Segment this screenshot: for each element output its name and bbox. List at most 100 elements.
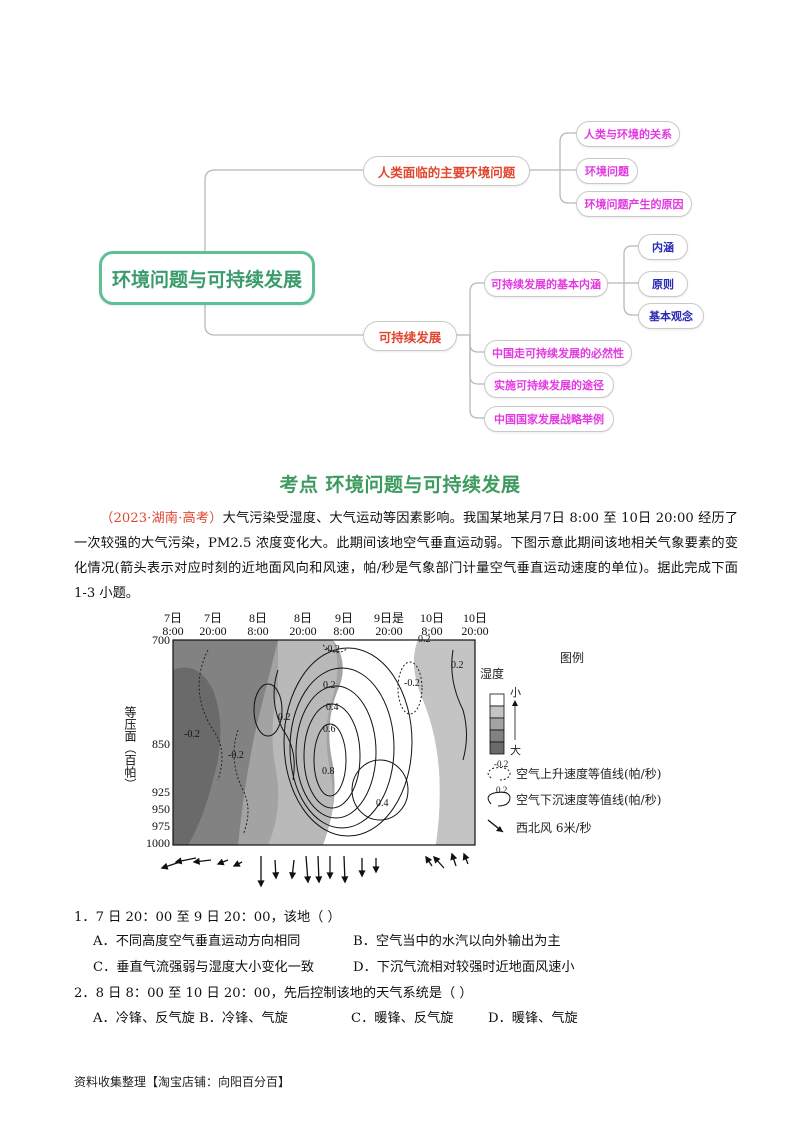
mindmap-node-china-necessity[interactable]: 中国走可持续发展的必然性: [484, 340, 632, 366]
question-2-options-ab[interactable]: A．冷锋、反气旋 B．冷锋、气旋: [93, 1011, 288, 1026]
time-label-day: 7日: [164, 611, 182, 625]
time-label-time: 20:00: [289, 624, 316, 638]
mindmap-node-environment-issues[interactable]: 环境问题: [576, 158, 638, 184]
pressure-tick: 850: [152, 737, 170, 751]
question-1-option-d[interactable]: D．下沉气流相对较强时近地面风速小: [353, 960, 575, 975]
pressure-tick: 950: [152, 802, 170, 816]
legend-wind-label: 西北风 6米/秒: [516, 821, 592, 835]
footer-source: 资料收集整理【淘宝店铺：向阳百分百】: [74, 1075, 291, 1089]
pressure-tick: 1000: [146, 836, 170, 850]
pressure-tick: 975: [152, 819, 170, 833]
time-label-day: 8日: [249, 611, 267, 625]
question-1-option-a[interactable]: A．不同高度空气垂直运动方向相同: [93, 934, 301, 949]
wind-arrow-head: [462, 852, 470, 861]
question-1-stem: 1．7 日 20：00 至 9 日 20：00，该地（ ）: [74, 910, 341, 925]
contour-label: 0.8: [322, 766, 335, 777]
legend-rise-label: 空气上升速度等值线(帕/秒): [516, 766, 661, 781]
time-axis-labels: 7日8:007日20:008日8:008日20:009日8:009日是20:00…: [162, 611, 488, 638]
time-label-day: 10日: [420, 611, 444, 625]
time-label-day: 7日: [204, 611, 222, 625]
meteorology-figure: 7日8:007日20:008日8:008日20:009日8:009日是20:00…: [123, 611, 661, 888]
pressure-tick: 925: [152, 785, 170, 799]
time-label-time: 8:00: [421, 624, 442, 638]
contour-label: 0.4: [376, 798, 389, 809]
wind-arrow-head: [216, 858, 225, 866]
wind-arrow-head: [272, 872, 280, 880]
mindmap-node-connotation[interactable]: 内涵: [638, 234, 688, 260]
question-2-option-c[interactable]: C．暖锋、反气旋: [351, 1011, 454, 1026]
contour-label: 0.4: [326, 702, 339, 713]
wind-arrow-head: [160, 862, 169, 870]
pressure-axis-ticks: 700 850 925 950 975 1000: [146, 633, 170, 850]
wind-arrow-head: [304, 876, 312, 884]
time-label-time: 20:00: [199, 624, 226, 638]
mindmap-node-causes[interactable]: 环境问题产生的原因: [576, 191, 692, 217]
time-label-time: 20:00: [375, 624, 402, 638]
contour-label: 0.2: [418, 634, 431, 645]
mindmap-node-basic-connotation[interactable]: 可持续发展的基本内涵: [484, 271, 608, 297]
legend-title: 图例: [560, 651, 584, 665]
wind-arrow-head: [257, 880, 265, 888]
intro-source: （2023·湖南·高考）: [100, 511, 223, 526]
mindmap-root[interactable]: 环境问题与可持续发展: [99, 251, 315, 305]
wind-arrow-head: [232, 860, 241, 867]
contour-label: -0.2: [404, 678, 420, 689]
wind-arrow-head: [425, 855, 433, 864]
wind-arrow-head: [341, 876, 349, 884]
figure-legend: 图例 湿度 小 大 -0.2 空气上升速度等值线(帕/秒) 0.2 空气下沉速度…: [480, 651, 661, 835]
contour-label: -0.2: [324, 644, 340, 655]
y-axis-label: 等压面（百帕）: [123, 706, 137, 790]
wind-arrow-head: [358, 870, 366, 878]
question-1-option-b[interactable]: B．空气当中的水汽以向外输出为主: [353, 934, 561, 949]
time-label-time: 20:00: [461, 624, 488, 638]
contour-label: 0.2: [323, 680, 336, 691]
legend-sink-value: 0.2: [496, 785, 507, 795]
contour-label: 0.2: [278, 712, 291, 723]
time-label-time: 8:00: [247, 624, 268, 638]
mindmap-node-approaches[interactable]: 实施可持续发展的途径: [484, 372, 614, 398]
contour-label: -0.2: [228, 750, 244, 761]
contour-label: 0.2: [451, 660, 464, 671]
wind-arrows: [160, 852, 470, 888]
legend-rise-value: -0.2: [494, 759, 508, 769]
mindmap-node-principles[interactable]: 原则: [638, 271, 688, 297]
question-2-option-d[interactable]: D．暖锋、气旋: [488, 1011, 578, 1026]
plot-frame: [172, 639, 476, 846]
mindmap-node-strategy-example[interactable]: 中国国家发展战略举例: [484, 406, 614, 432]
intro-paragraph: （2023·湖南·高考）大气污染受湿度、大气运动等因素影响。我国某地某月7日 8…: [74, 506, 738, 606]
mindmap-node-human-environment[interactable]: 人类与环境的关系: [576, 121, 680, 147]
legend-large: 大: [510, 743, 521, 757]
contour-labels: -0.2 -0.2 0.2 0.2 0.4 0.6 0.8 0.4 -0.2 0.2 -0.2 0.2: [184, 634, 464, 809]
mindmap-connectors: [204, 132, 640, 419]
humidity-field: [173, 640, 475, 845]
rise-contours: [198, 644, 423, 836]
mindmap-branch-environment-problems[interactable]: 人类面临的主要环境问题: [363, 156, 530, 186]
wind-arrow-head: [315, 876, 323, 884]
time-label-day: 9日: [335, 611, 353, 625]
wind-arrow-head: [372, 866, 380, 874]
question-2-stem: 2．8 日 8：00 至 10 日 20：00，先后控制该地的天气系统是（ ）: [74, 986, 473, 1001]
pressure-tick: 700: [152, 633, 170, 647]
contour-label: 0.6: [323, 724, 336, 735]
time-label-time: 8:00: [333, 624, 354, 638]
wind-arrow-head: [326, 872, 334, 880]
legend-small: 小: [510, 686, 521, 699]
wind-arrow-head: [192, 857, 201, 865]
section-title: 考点 环境问题与可持续发展: [279, 474, 521, 496]
wind-arrow-head: [174, 857, 183, 865]
legend-sink-label: 空气下沉速度等值线(帕/秒): [516, 792, 661, 807]
time-label-day: 10日: [463, 611, 487, 625]
time-label-day: 9日是: [374, 611, 404, 625]
sink-contours: [253, 647, 467, 837]
legend-humidity: 湿度: [480, 666, 504, 681]
time-label-day: 8日: [294, 611, 312, 625]
mindmap-node-basic-concept[interactable]: 基本观念: [638, 303, 704, 329]
wind-arrow-head: [433, 855, 441, 864]
contour-label: -0.2: [184, 729, 200, 740]
question-1-option-c[interactable]: C．垂直气流强弱与湿度大小变化一致: [93, 960, 315, 975]
wind-arrow-head: [450, 852, 458, 861]
mindmap-branch-sustainable-development[interactable]: 可持续发展: [363, 321, 457, 351]
intro-text: 大气污染受湿度、大气运动等因素影响。我国某地某月7日 8:00 至 10日 20…: [74, 511, 739, 601]
time-label-time: 8:00: [162, 624, 183, 638]
wind-arrow-head: [289, 871, 297, 880]
